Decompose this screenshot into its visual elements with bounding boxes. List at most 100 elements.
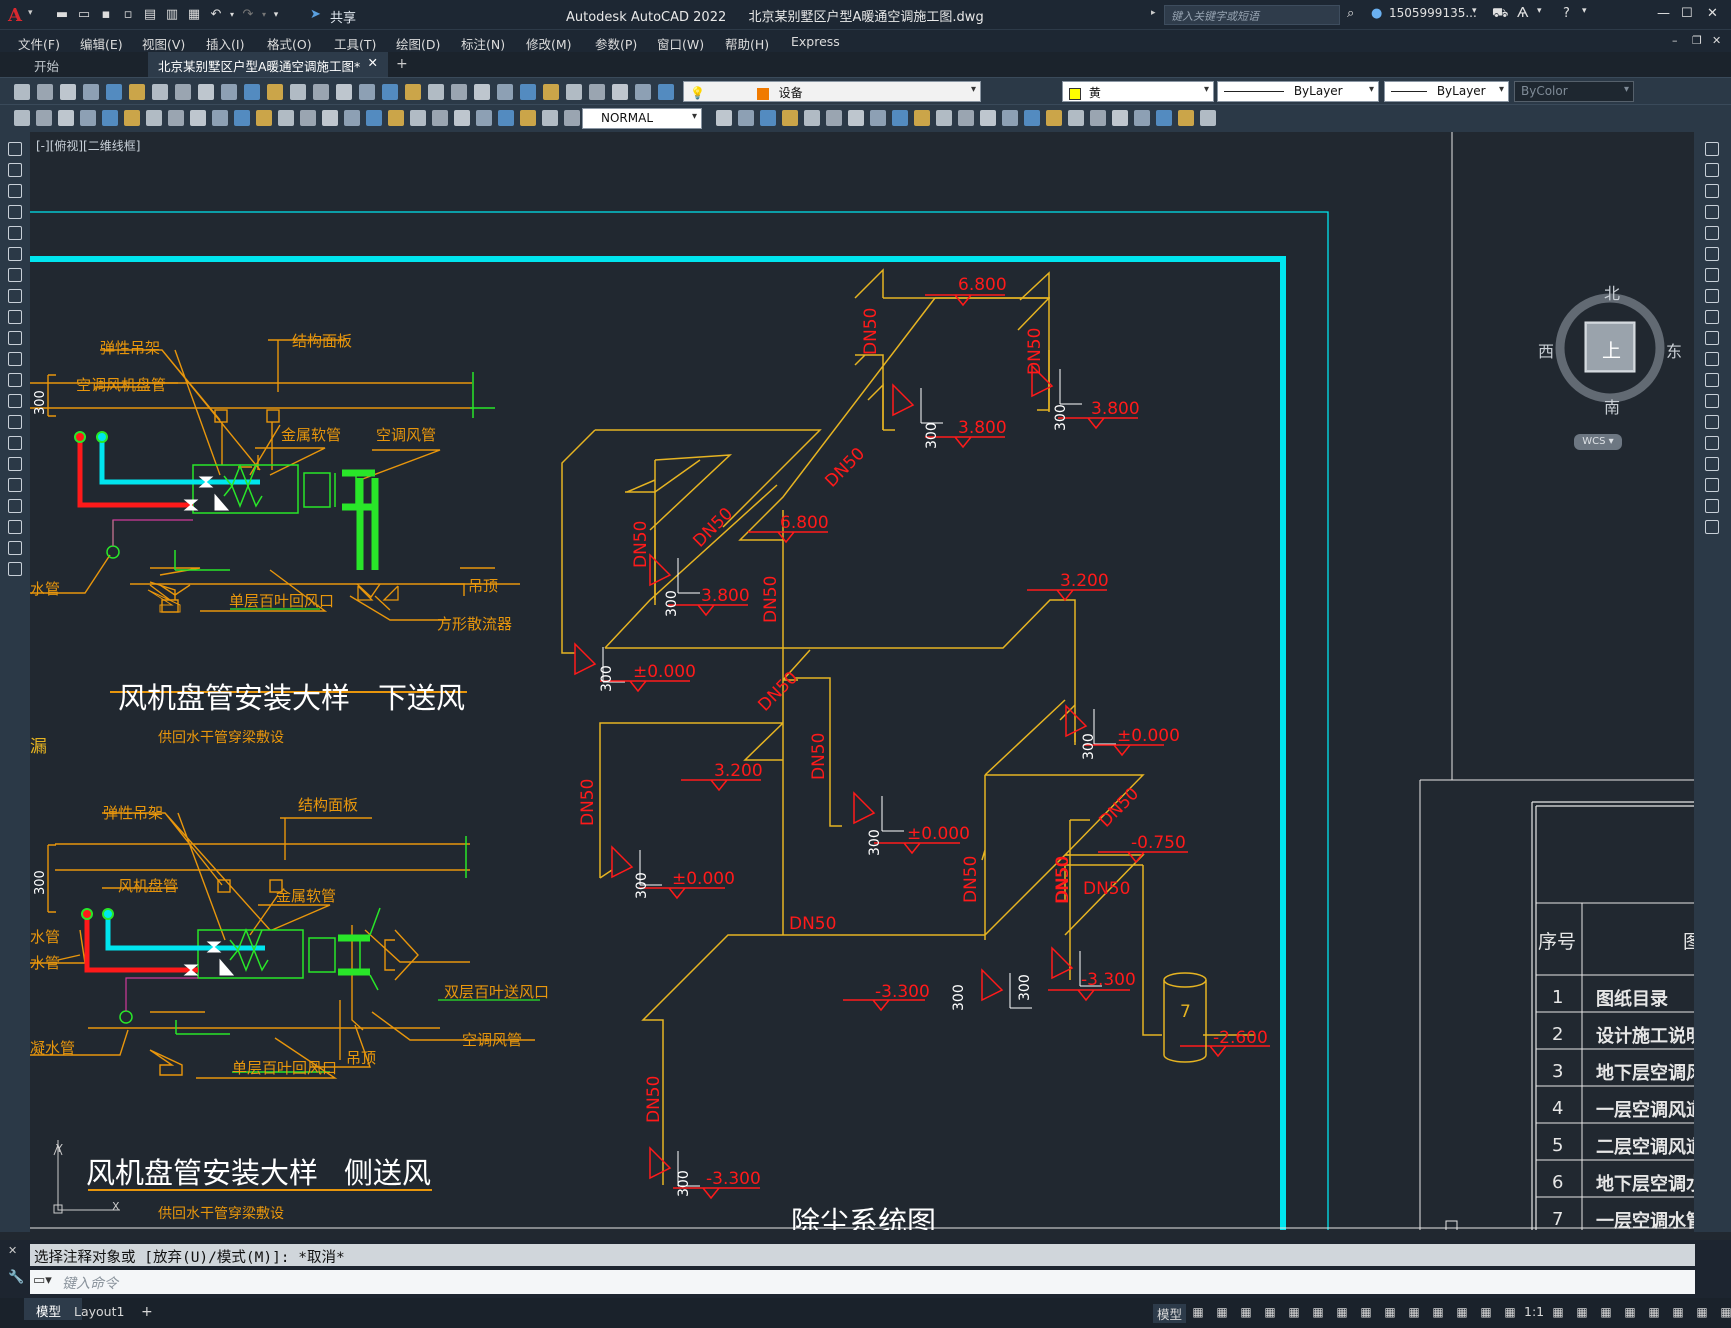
status-toggle-icon[interactable]: ▦	[1504, 1305, 1516, 1319]
redo-dropdown-icon[interactable]: ▾	[261, 10, 266, 19]
tool-icon[interactable]	[124, 110, 140, 126]
color-combo[interactable]: 黄 ▾	[1062, 81, 1214, 102]
tool-icon[interactable]	[212, 110, 228, 126]
cmd-close-icon[interactable]: ✕	[8, 1244, 18, 1257]
status-toggle-icon[interactable]: ▦	[1432, 1305, 1444, 1319]
draw-tool-icon[interactable]	[8, 310, 22, 324]
tool-icon[interactable]	[1156, 110, 1172, 126]
tool-icon[interactable]	[290, 84, 306, 100]
share-button[interactable]: 共享	[330, 11, 357, 26]
search-icon[interactable]: ⌕	[1347, 6, 1355, 21]
user-icon[interactable]: ●	[1371, 6, 1383, 21]
customize-icon[interactable]: ▾	[273, 10, 279, 20]
tool-icon[interactable]	[190, 110, 206, 126]
menu-window[interactable]: 窗口(W)	[657, 37, 705, 52]
tool-icon[interactable]	[432, 110, 448, 126]
modify-tool-icon[interactable]	[1705, 436, 1719, 450]
modify-tool-icon[interactable]	[1705, 520, 1719, 534]
tab-model[interactable]: 模型	[24, 1298, 82, 1320]
status-toggle-icon[interactable]: ▦	[1216, 1305, 1228, 1319]
tool-icon[interactable]	[520, 110, 536, 126]
tool-icon[interactable]	[60, 84, 76, 100]
status-toggle-icon[interactable]: ▦	[1408, 1305, 1420, 1319]
tool-icon[interactable]	[146, 110, 162, 126]
draw-tool-icon[interactable]	[8, 520, 22, 534]
help-dropdown-icon[interactable]: ▾	[1582, 6, 1587, 16]
menu-edit[interactable]: 编辑(E)	[80, 37, 123, 52]
user-dropdown-icon[interactable]: ▾	[1472, 6, 1477, 16]
save-icon[interactable]: ▪	[101, 7, 111, 22]
tab-start[interactable]: 开始	[34, 59, 60, 74]
user-name[interactable]: 1505999135...	[1389, 6, 1477, 20]
viewcube-top-face[interactable]: 上	[1602, 340, 1622, 362]
draw-tool-icon[interactable]	[8, 331, 22, 345]
annotation-scale[interactable]: 1:1	[1524, 1304, 1545, 1319]
tool-icon[interactable]	[520, 84, 536, 100]
tool-icon[interactable]	[221, 84, 237, 100]
draw-tool-icon[interactable]	[8, 415, 22, 429]
draw-tool-icon[interactable]	[8, 373, 22, 387]
status-toggle-icon[interactable]: ▦	[1696, 1305, 1708, 1319]
help-icon[interactable]: ?	[1563, 6, 1570, 21]
tool-icon[interactable]	[366, 110, 382, 126]
tool-icon[interactable]	[589, 84, 605, 100]
status-toggle-icon[interactable]: ▦	[1552, 1305, 1564, 1319]
tool-icon[interactable]	[175, 84, 191, 100]
tool-icon[interactable]	[198, 84, 214, 100]
tool-icon[interactable]	[244, 84, 260, 100]
tool-icon[interactable]	[14, 110, 30, 126]
menu-format[interactable]: 格式(O)	[267, 37, 312, 52]
modify-tool-icon[interactable]	[1705, 478, 1719, 492]
draw-tool-icon[interactable]	[8, 541, 22, 555]
model-space-button[interactable]: 模型	[1153, 1304, 1187, 1323]
tool-icon[interactable]	[300, 110, 316, 126]
tool-icon[interactable]	[152, 84, 168, 100]
autocad-logo-icon[interactable]: A	[8, 5, 22, 26]
layer-combo[interactable]: 💡 设备 ▾	[683, 81, 981, 102]
draw-tool-icon[interactable]	[8, 268, 22, 282]
lineweight-combo[interactable]: ByLayer ▾	[1384, 81, 1509, 102]
save-web-icon[interactable]: ▥	[165, 7, 179, 22]
tool-icon[interactable]	[454, 110, 470, 126]
status-toggle-icon[interactable]: ▦	[1456, 1305, 1468, 1319]
draw-tool-icon[interactable]	[8, 163, 22, 177]
draw-tool-icon[interactable]	[8, 394, 22, 408]
tool-icon[interactable]	[428, 84, 444, 100]
tool-icon[interactable]	[388, 110, 404, 126]
tool-icon[interactable]	[804, 110, 820, 126]
tool-icon[interactable]	[543, 84, 559, 100]
tool-icon[interactable]	[738, 110, 754, 126]
minimize-icon[interactable]: —	[1657, 6, 1670, 21]
tool-icon[interactable]	[566, 84, 582, 100]
tool-icon[interactable]	[106, 84, 122, 100]
modify-tool-icon[interactable]	[1705, 268, 1719, 282]
cmd-settings-icon[interactable]: 🔧	[8, 1270, 25, 1285]
tool-icon[interactable]	[542, 110, 558, 126]
menu-express[interactable]: Express	[791, 34, 840, 49]
tool-icon[interactable]	[359, 84, 375, 100]
tool-icon[interactable]	[1112, 110, 1128, 126]
tool-icon[interactable]	[1024, 110, 1040, 126]
linetype-combo[interactable]: ByLayer ▾	[1217, 81, 1379, 102]
tool-icon[interactable]	[102, 110, 118, 126]
tool-icon[interactable]	[635, 84, 651, 100]
menu-parametric[interactable]: 参数(P)	[595, 37, 638, 52]
draw-tool-icon[interactable]	[8, 478, 22, 492]
modify-tool-icon[interactable]	[1705, 457, 1719, 471]
tool-icon[interactable]	[1178, 110, 1194, 126]
modify-tool-icon[interactable]	[1705, 226, 1719, 240]
tool-icon[interactable]	[980, 110, 996, 126]
tool-icon[interactable]	[892, 110, 908, 126]
tool-icon[interactable]	[474, 84, 490, 100]
tool-icon[interactable]	[1046, 110, 1062, 126]
status-toggle-icon[interactable]: ▦	[1384, 1305, 1396, 1319]
draw-tool-icon[interactable]	[8, 562, 22, 576]
status-toggle-icon[interactable]: ▦	[1288, 1305, 1300, 1319]
draw-tool-icon[interactable]	[8, 184, 22, 198]
tool-icon[interactable]	[848, 110, 864, 126]
apps-dropdown-icon[interactable]: ▾	[1537, 6, 1542, 16]
viewcube-west[interactable]: 西	[1538, 342, 1555, 361]
modify-tool-icon[interactable]	[1705, 499, 1719, 513]
menu-file[interactable]: 文件(F)	[18, 37, 60, 52]
draw-tool-icon[interactable]	[8, 205, 22, 219]
